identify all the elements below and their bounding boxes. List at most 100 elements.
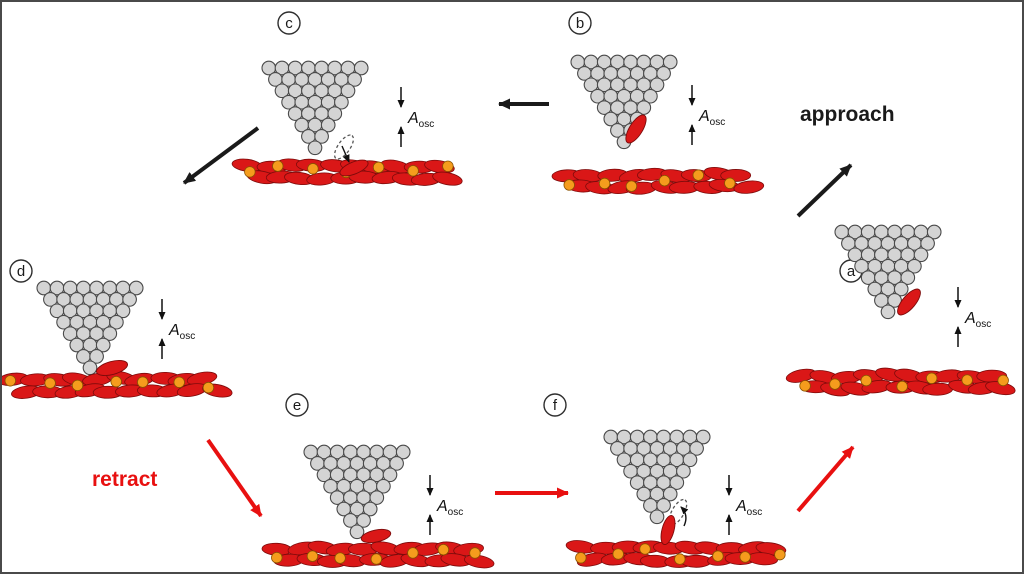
tip-atom xyxy=(900,270,916,285)
tip-atom xyxy=(314,129,329,144)
tip-atom xyxy=(695,429,711,445)
lipid-molecule xyxy=(733,180,765,194)
arrow-d-to-e xyxy=(206,438,263,518)
lipid-head-group xyxy=(739,551,751,563)
tip-atom xyxy=(689,441,704,456)
stage-c: c Aosc xyxy=(231,11,463,186)
lipid-head-group xyxy=(639,543,651,555)
lipid-head-group xyxy=(272,160,284,172)
stage-f: f Aosc xyxy=(543,393,787,568)
tip-atom xyxy=(649,77,665,93)
tip-atom xyxy=(880,304,896,320)
tip-atom xyxy=(109,314,124,330)
ghost-molecule-outline xyxy=(668,498,688,526)
tip-atom xyxy=(82,360,98,376)
lipid-molecule xyxy=(463,554,495,569)
tip-atom xyxy=(926,224,942,240)
lipid-head-group xyxy=(612,548,624,560)
afm-tip xyxy=(36,280,144,376)
lipid-head-group xyxy=(307,163,319,175)
approach-label: approach xyxy=(800,103,895,126)
lipid-head-group xyxy=(334,552,346,564)
stage-label-b: b xyxy=(568,11,592,35)
lipid-head-group xyxy=(674,553,686,565)
attached-molecule xyxy=(625,114,647,144)
stage-label-circle xyxy=(285,393,309,417)
retract-label: retract xyxy=(92,468,157,491)
lipid-head-group xyxy=(961,374,973,386)
lipid-head-group xyxy=(244,166,256,178)
lipid-head-group xyxy=(724,177,736,189)
tip-atom xyxy=(327,106,343,121)
lipid-head-group xyxy=(860,374,872,387)
lipid-head-group xyxy=(658,175,671,187)
lipid-head-group xyxy=(271,551,283,564)
stage-letter: c xyxy=(285,15,293,32)
lipid-head-group xyxy=(4,375,17,387)
lipid-head-group xyxy=(774,548,786,561)
lipid-head-group xyxy=(173,376,185,388)
amplitude-label: Aosc xyxy=(698,108,725,128)
stage-letter: d xyxy=(17,263,25,280)
amplitude-annotation-e: Aosc xyxy=(426,475,463,535)
lipid-head-group xyxy=(44,377,56,389)
stage-b: b Aosc xyxy=(551,11,765,195)
tip-atom xyxy=(102,326,118,341)
amplitude-label: Aosc xyxy=(407,110,434,130)
stage-e: e Aosc xyxy=(261,393,495,569)
tip-atom xyxy=(307,140,323,156)
lipid-head-group xyxy=(110,375,122,388)
stage-letter: e xyxy=(293,397,301,414)
afm-tip xyxy=(570,54,678,150)
pickup-molecule xyxy=(660,514,676,546)
tip-atom xyxy=(920,236,935,251)
tip-atom xyxy=(128,280,144,296)
stage-letter: b xyxy=(576,15,584,32)
tip-atom xyxy=(356,513,371,528)
membrane xyxy=(261,540,495,569)
lipid-head-group xyxy=(563,179,575,191)
stage-label-c: c xyxy=(277,11,301,35)
tip-atom xyxy=(395,444,411,460)
tip-atom xyxy=(682,452,698,468)
extracted-molecule xyxy=(96,360,128,376)
afm-tip xyxy=(303,444,411,540)
lipid-head-group xyxy=(799,380,811,392)
membrane xyxy=(565,540,787,568)
lipid-head-group xyxy=(598,177,611,190)
tip-atom xyxy=(656,66,671,81)
stage-label-d: d xyxy=(9,259,33,283)
tip-atom xyxy=(349,524,365,540)
amplitude-annotation-d: Aosc xyxy=(158,299,195,359)
tip-atom xyxy=(887,293,902,308)
tip-atom xyxy=(643,88,658,104)
tip-atom xyxy=(662,54,678,70)
stage-label-circle xyxy=(543,393,567,417)
lipid-head-group xyxy=(407,547,419,559)
lipid-head-group xyxy=(71,379,84,392)
afm-tip xyxy=(261,60,369,156)
ghost-molecule-outline xyxy=(333,134,355,160)
flip-arrow xyxy=(680,506,689,527)
arrow-f-to-a xyxy=(796,445,855,513)
tip-atom xyxy=(122,292,137,307)
tip-atom xyxy=(676,463,691,479)
amplitude-label: Aosc xyxy=(168,322,195,342)
membrane xyxy=(2,370,233,399)
tip-atom xyxy=(389,456,404,471)
amplitude-label: Aosc xyxy=(735,498,762,518)
tip-atom xyxy=(649,509,665,525)
stage-label-circle xyxy=(277,11,301,35)
stage-label-circle xyxy=(9,259,33,283)
tip-atom xyxy=(662,486,678,502)
tip-atom xyxy=(340,83,356,99)
attached-molecule xyxy=(897,288,921,316)
amplitude-annotation-a: Aosc xyxy=(954,287,991,347)
lipid-head-group xyxy=(575,552,587,564)
lipid-head-group xyxy=(372,161,385,174)
stage-letter: f xyxy=(553,397,558,414)
lipid-head-group xyxy=(370,553,383,565)
lipid-head-group xyxy=(306,550,319,562)
